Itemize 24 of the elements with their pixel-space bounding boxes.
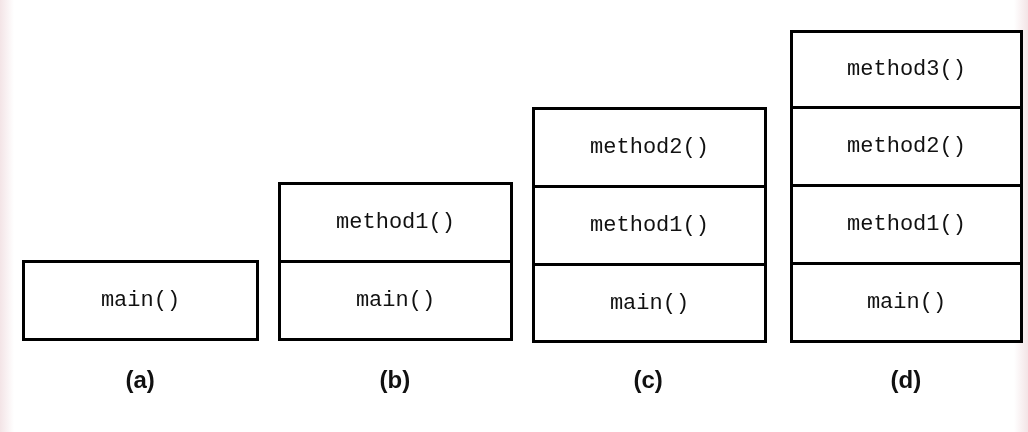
function-name: method3() — [847, 57, 966, 82]
function-name: method1() — [590, 213, 709, 238]
stack-frame-box — [278, 182, 513, 263]
panel-label: (d) — [890, 366, 922, 394]
function-name: main() — [355, 288, 436, 313]
stack-frame-box — [790, 30, 1023, 109]
stack-frame-box — [532, 185, 767, 266]
function-name: method1() — [336, 210, 455, 235]
stack-frame-box — [790, 262, 1023, 343]
function-name: method2() — [847, 134, 966, 159]
function-name: method1() — [847, 212, 966, 237]
stack-frame-box — [790, 106, 1023, 187]
panel-label: (c) — [633, 366, 663, 394]
panel-label: (b) — [379, 366, 411, 394]
function-name: method2() — [590, 135, 709, 160]
function-name: main() — [866, 290, 947, 315]
stack-frame-box — [532, 107, 767, 188]
stack-frame-box — [22, 260, 259, 341]
stack-frame-box — [790, 184, 1023, 265]
function-name: main() — [609, 290, 690, 316]
function-name: main() — [100, 288, 181, 313]
stack-frame-box — [278, 260, 513, 341]
panel-label: (a) — [125, 366, 155, 394]
stack-frame-box — [532, 263, 767, 343]
